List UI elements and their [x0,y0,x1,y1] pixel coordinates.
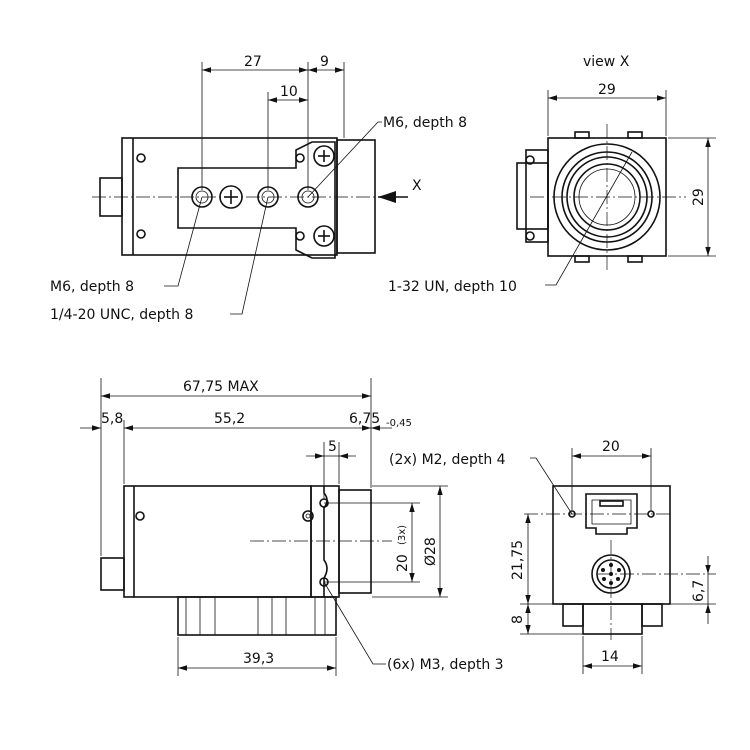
view-x: view X 29 29 1-32 UN, depth 10 [388,54,716,295]
view-x-title: view X [583,54,630,70]
rv-dim-14: 14 [601,649,619,665]
side-view: 67,75 MAX 5,8 55,2 6,75 -0,45 5 20 (3x) … [80,378,504,676]
dim-39-3: 39,3 [243,651,274,667]
rv-dim-8: 8 [510,615,526,624]
x-marker: X [412,178,422,194]
rear-view: 20 (2x) M2, depth 4 21,75 8 6,7 14 [389,439,716,674]
dim-6-75: 6,75 [349,411,380,427]
m3-label: (6x) M3, depth 3 [387,657,504,673]
dim-10: 10 [280,84,298,100]
dim-20: 20 [395,554,411,572]
dim-tolerance: -0,45 [386,418,412,429]
vx-dim-width: 29 [598,82,616,98]
un-thread-label: 1-32 UN, depth 10 [388,279,517,295]
dim-max-length: 67,75 MAX [183,379,259,395]
vx-dim-height: 29 [691,188,707,206]
dim-5-8: 5,8 [101,411,123,427]
dim-diameter-28: Ø28 [423,537,439,566]
m6-right-label: M6, depth 8 [383,115,467,131]
top-view: X 27 9 10 M6, depth 8 M6, depth 8 1/4-20… [50,54,467,323]
rv-dim-20: 20 [602,439,620,455]
unc-label: 1/4-20 UNC, depth 8 [50,307,193,323]
dim-27: 27 [244,54,262,70]
m6-left-label: M6, depth 8 [50,279,134,295]
dim-5: 5 [328,439,337,455]
dim-9: 9 [320,54,329,70]
dim-55-2: 55,2 [214,411,245,427]
dim-3x: (3x) [397,525,408,545]
m2-label: (2x) M2, depth 4 [389,452,506,468]
rv-dim-6-7: 6,7 [691,580,707,602]
rv-dim-21-75: 21,75 [510,540,526,580]
